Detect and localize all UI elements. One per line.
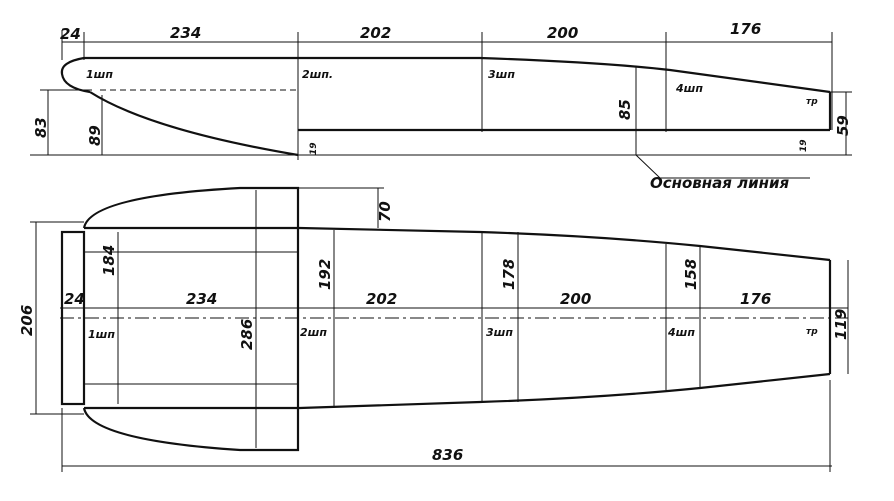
overall-length: 836 — [432, 446, 463, 464]
dim-side-176: 176 — [730, 20, 761, 38]
side-frame-4: 4шп — [675, 82, 703, 95]
plan-dim-286: 286 — [238, 319, 256, 350]
plan-dim-234: 234 — [186, 290, 217, 308]
sponson-outline — [82, 186, 300, 452]
plan-view: 206 70 24 234 202 200 176 184 286 192 17… — [18, 186, 850, 472]
plan-dim-184: 184 — [100, 245, 118, 276]
dim-side-202: 202 — [360, 24, 391, 42]
dim-side-234: 234 — [170, 24, 201, 42]
plan-frame-3: 3шп — [486, 326, 513, 339]
dim-85: 85 — [616, 99, 634, 120]
dim-89: 89 — [86, 125, 104, 146]
dim-19-a: 19 — [309, 142, 319, 155]
dim-side-200: 200 — [547, 24, 578, 42]
bow-curve — [60, 56, 91, 94]
plan-dim-202: 202 — [366, 290, 397, 308]
baseline-label: Основная линия — [650, 174, 790, 192]
side-frame-tr: тр — [806, 97, 818, 107]
plan-frame-2: 2шп — [300, 326, 327, 339]
dim-59: 59 — [834, 115, 852, 136]
plan-outline-bottom — [84, 372, 831, 410]
side-frame-3: 3шп — [488, 68, 515, 81]
plan-frame-4: 4шп — [667, 326, 695, 339]
plan-frame-tr: тр — [806, 327, 818, 337]
plan-dim-206: 206 — [18, 305, 36, 336]
plan-dim-70: 70 — [376, 201, 394, 222]
dim-83: 83 — [32, 117, 50, 138]
plan-dim-119: 119 — [832, 309, 850, 340]
plan-dim-158: 158 — [682, 259, 700, 290]
dim-side-24: 24 — [60, 25, 81, 43]
side-view: 24 234 202 200 176 83 89 19 85 19 59 — [30, 20, 852, 192]
plan-dim-192: 192 — [316, 259, 334, 290]
plan-dim-176: 176 — [740, 290, 771, 308]
dim-19-b: 19 — [799, 139, 809, 152]
side-frame-2: 2шп. — [302, 68, 333, 81]
plan-frame-1: 1шп — [88, 328, 115, 341]
plan-outline-top — [84, 226, 831, 262]
baseline-leader — [635, 154, 810, 179]
plan-dim-178: 178 — [500, 259, 518, 290]
sheer-line — [84, 56, 831, 94]
plan-dim-200: 200 — [560, 290, 591, 308]
side-frame-1: 1шп — [86, 68, 113, 81]
bow-bottom-curve — [89, 91, 299, 157]
plan-dim-24: 24 — [64, 290, 85, 308]
